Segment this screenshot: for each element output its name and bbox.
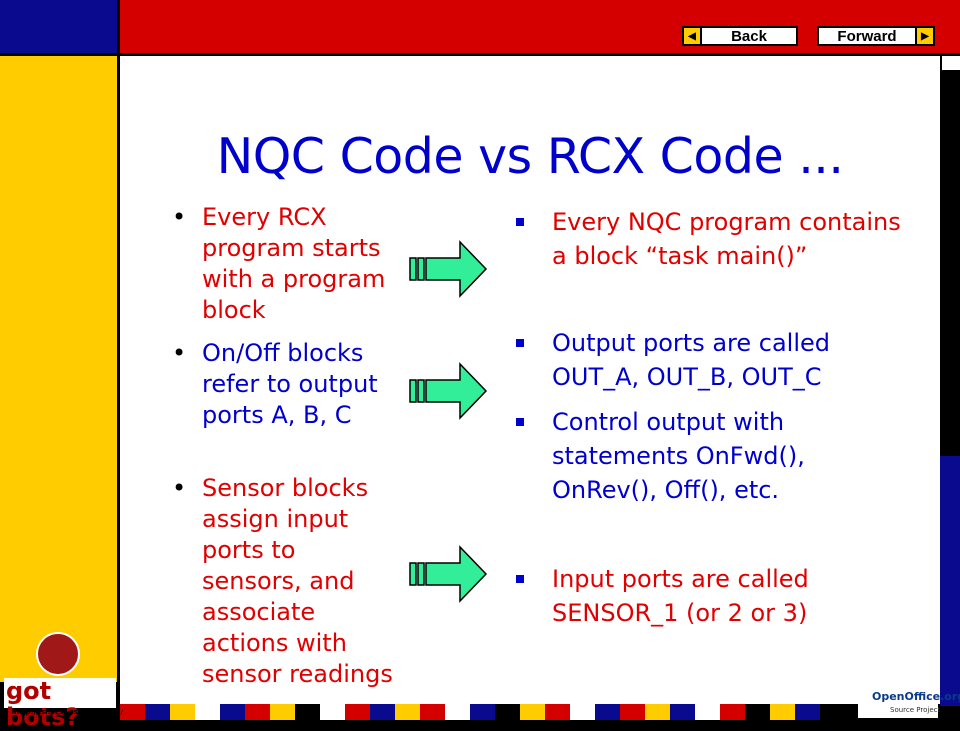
bullet-line: Sensor blocks xyxy=(202,474,369,502)
checker-cell xyxy=(420,704,445,720)
left-bar xyxy=(0,56,117,682)
bullet-line: ports to xyxy=(202,536,296,564)
double-arrow-icon xyxy=(409,362,488,420)
back-arrow-icon: ◀ xyxy=(684,28,702,44)
checker-cell xyxy=(395,704,420,720)
right-bullet-2: Output ports are called OUT_A, OUT_B, OU… xyxy=(516,326,932,394)
checker-cell xyxy=(495,704,520,720)
checker-cell xyxy=(720,704,745,720)
bullet-square-icon xyxy=(516,339,524,347)
right-bullet-1: Every NQC program contains a block “task… xyxy=(516,205,932,273)
bullet-line: block xyxy=(202,296,266,324)
bullet-line: Output ports are called xyxy=(552,329,831,357)
bullet-dot-icon: • xyxy=(172,339,187,367)
frame-corner-navy xyxy=(0,0,117,53)
bottom-checker-strip xyxy=(120,704,820,720)
bullet-line: On/Off blocks xyxy=(202,339,364,367)
checker-cell xyxy=(270,704,295,720)
bullet-line: statements OnFwd(), xyxy=(552,442,805,470)
bullet-square-icon xyxy=(516,218,524,226)
bullet-line: sensor readings xyxy=(202,660,393,688)
back-label: Back xyxy=(731,27,767,45)
double-arrow-icon xyxy=(409,545,488,603)
bullet-line: associate xyxy=(202,598,316,626)
slide-title: NQC Code vs RCX Code ... xyxy=(216,128,844,185)
bullet-square-icon xyxy=(516,418,524,426)
checker-cell xyxy=(770,704,795,720)
gotbots-logo: got bots? xyxy=(4,678,116,730)
bullet-square-icon xyxy=(516,575,524,583)
right-bar-navy xyxy=(940,456,960,706)
left-bullet-3: • Sensor blocks assign input ports to se… xyxy=(172,473,407,690)
bullet-line: assign input xyxy=(202,505,349,533)
bullet-line: a block “task main()” xyxy=(552,242,808,270)
frame-corner-white xyxy=(940,56,960,70)
checker-cell xyxy=(320,704,345,720)
checker-cell xyxy=(670,704,695,720)
left-bullet-1: • Every RCX program starts with a progra… xyxy=(172,202,407,326)
checker-cell xyxy=(520,704,545,720)
bullet-line: ports A, B, C xyxy=(202,401,352,429)
checker-cell xyxy=(345,704,370,720)
forward-label: Forward xyxy=(837,27,897,45)
bullet-line: OUT_A, OUT_B, OUT_C xyxy=(552,363,822,391)
back-button[interactable]: ◀ Back xyxy=(682,26,798,46)
checker-cell xyxy=(570,704,595,720)
bullet-dot-icon: • xyxy=(172,203,187,231)
openoffice-logo xyxy=(858,690,938,718)
checker-cell xyxy=(370,704,395,720)
bullet-line: with a program xyxy=(202,265,386,293)
checker-cell xyxy=(645,704,670,720)
bullet-line: Every NQC program contains xyxy=(552,208,901,236)
bullet-line: OnRev(), Off(), etc. xyxy=(552,476,780,504)
openoffice-logo-text: OpenOffice.org xyxy=(872,690,960,703)
checker-cell xyxy=(170,704,195,720)
checker-cell xyxy=(545,704,570,720)
bullet-line: program starts xyxy=(202,234,381,262)
bullet-line: sensors, and xyxy=(202,567,355,595)
bullet-line: refer to output xyxy=(202,370,378,398)
checker-cell xyxy=(445,704,470,720)
checker-cell xyxy=(195,704,220,720)
left-bullet-2: • On/Off blocks refer to output ports A,… xyxy=(172,338,407,431)
checker-cell xyxy=(220,704,245,720)
checker-cell xyxy=(620,704,645,720)
bullet-line: actions with xyxy=(202,629,347,657)
bullet-line: SENSOR_1 (or 2 or 3) xyxy=(552,599,808,627)
checker-cell xyxy=(120,704,145,720)
forward-button[interactable]: Forward ▶ xyxy=(817,26,935,46)
checker-cell xyxy=(295,704,320,720)
bullet-dot-icon: • xyxy=(172,474,187,502)
right-bullet-3: Control output with statements OnFwd(), … xyxy=(516,405,932,507)
wildcat-mascot-logo xyxy=(36,632,80,676)
checker-cell xyxy=(695,704,720,720)
bullet-line: Input ports are called xyxy=(552,565,809,593)
right-bullet-4: Input ports are called SENSOR_1 (or 2 or… xyxy=(516,562,932,630)
checker-cell xyxy=(470,704,495,720)
forward-arrow-icon: ▶ xyxy=(915,28,933,44)
bullet-line: Every RCX xyxy=(202,203,327,231)
bullet-line: Control output with xyxy=(552,408,785,436)
openoffice-logo-sub: Source Project xyxy=(890,706,941,714)
gotbots-url: http://isl.ecst.csuchico.edu/ xyxy=(14,708,124,716)
double-arrow-icon xyxy=(409,240,488,298)
checker-cell xyxy=(145,704,170,720)
slide-canvas xyxy=(120,56,940,704)
checker-cell xyxy=(745,704,770,720)
checker-cell xyxy=(245,704,270,720)
checker-cell xyxy=(595,704,620,720)
checker-cell xyxy=(795,704,820,720)
